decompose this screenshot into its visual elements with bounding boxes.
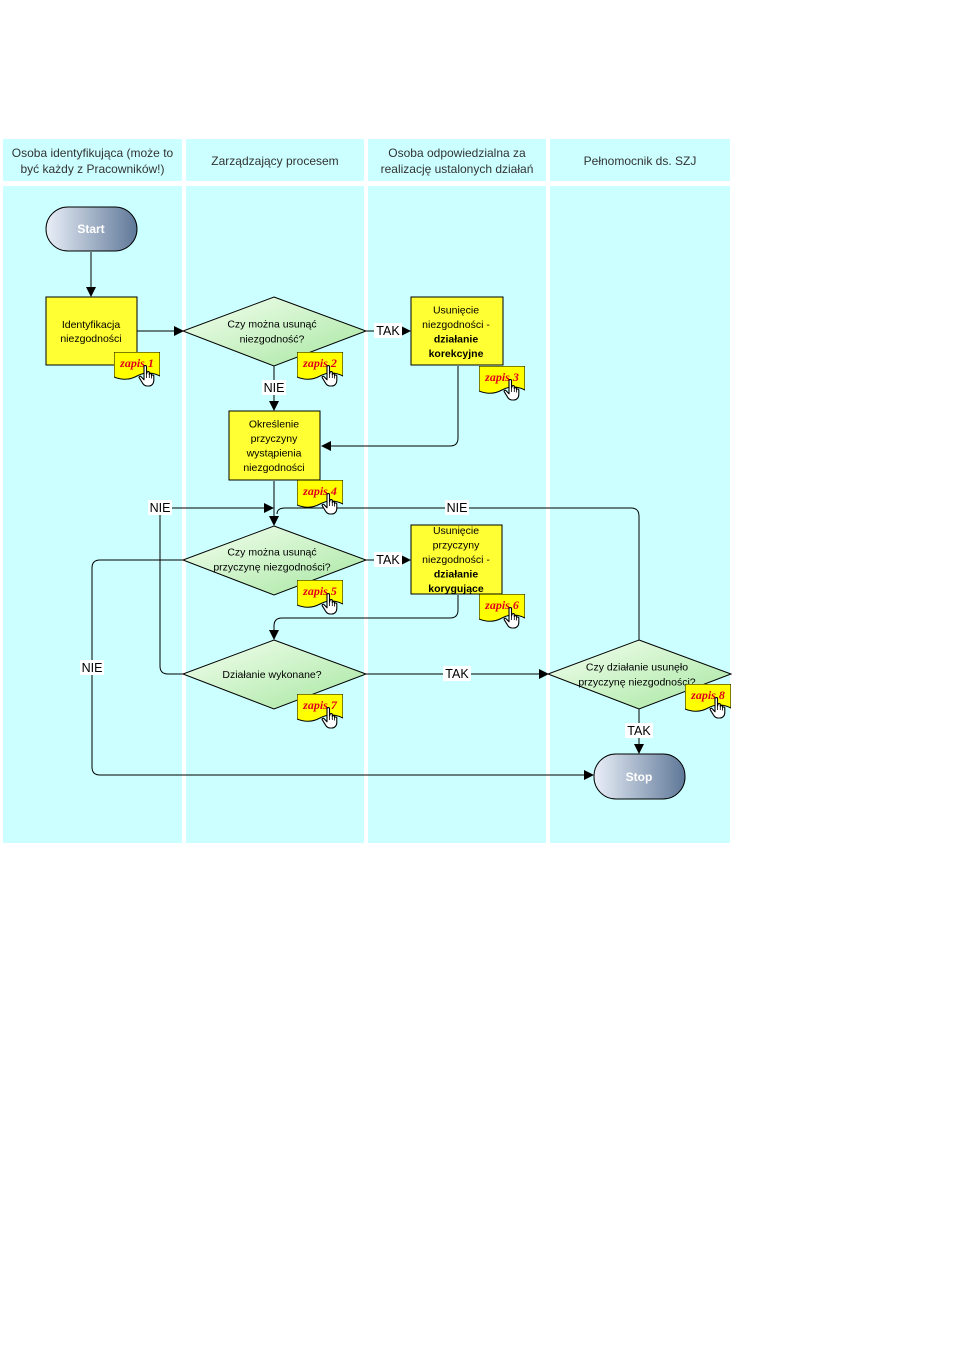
decision-label: Czy działanie usunęło przyczynę niezgodno… <box>578 662 695 689</box>
decision-shape <box>181 296 368 367</box>
lane-title-line: realizację ustalonych działań <box>381 162 534 176</box>
node-label-line: Określenie <box>249 418 299 430</box>
process-korekcja: Usunięcie niezgodności - działanie korekcyj… <box>410 296 504 366</box>
lane-title: Zarządzający procesem <box>211 154 338 168</box>
connectors <box>86 252 644 780</box>
process-label: Określenie przyczyny wystąpienia niezgodnoś… <box>243 418 304 474</box>
edge-label-tak: TAK <box>376 553 400 567</box>
lane-header <box>550 139 730 181</box>
lane-header <box>368 139 546 181</box>
zapis-tag-2[interactable]: zapis 2 <box>297 352 343 387</box>
zapis-label: zapis 4 <box>302 484 337 498</box>
edge-label-nie: NIE <box>264 381 285 395</box>
decision-q-wykonane: Działanie wykonane? <box>181 639 368 710</box>
lane-title-line: być każdy z Pracowników!) <box>20 162 164 176</box>
edge-label-tak: TAK <box>445 667 469 681</box>
node-label-line: korekcyjne <box>429 348 484 360</box>
lane-header <box>186 139 364 181</box>
decision-q-przyczyna: Czy można usunąć przyczynę niezgodności? <box>181 525 368 596</box>
node-label-line: Czy można usunąć <box>227 547 316 559</box>
node-label-line: niezgodności - <box>422 319 490 331</box>
lane-zarzadzajacy-procesem: Zarządzający procesem <box>186 139 364 843</box>
zapis-label: zapis 2 <box>302 356 337 370</box>
edge-labels: TAK NIE TAK NIE NIE NIE TAK TAK <box>80 323 653 738</box>
node-label-line: niezgodności - <box>422 554 490 566</box>
terminal-shape <box>593 753 686 800</box>
zapis-label: zapis 1 <box>119 356 154 370</box>
process-korygujace: Usunięcie przyczyny niezgodności - działani… <box>410 524 503 595</box>
process-shape <box>410 524 503 595</box>
process-przyczyna: Określenie przyczyny wystąpienia niezgodnoś… <box>228 410 321 481</box>
zapis-label: zapis 3 <box>484 370 519 384</box>
decision-label: Działanie wykonane? <box>222 669 321 681</box>
decision-q-usunelo: Czy działanie usunęło przyczynę niezgodno… <box>546 639 733 710</box>
edge-label-nie: NIE <box>447 501 468 515</box>
zapis-label: zapis 6 <box>484 598 519 612</box>
lane-title-line: Osoba identyfikująca (może to <box>12 146 174 160</box>
lane-title: Osoba odpowiedzialna za realizację ustalo… <box>381 146 534 176</box>
decision-q-usunac: Czy można usunąć niezgodność? <box>181 296 368 367</box>
edge-korekcja-to-przyczyna <box>321 366 459 451</box>
zapis-label: zapis 5 <box>302 584 337 598</box>
zapis-tag-7[interactable]: zapis 7 <box>297 694 343 729</box>
swimlanes: Osoba identyfikująca (może to być każdy z… <box>3 139 730 843</box>
terminal-shape <box>45 206 138 252</box>
node-label-line: Usunięcie <box>433 304 479 316</box>
lane-title: Pełnomocnik ds. SZJ <box>584 154 697 168</box>
decision-shape <box>181 639 368 710</box>
edge-korygujace-to-q-wykonane <box>269 595 459 640</box>
lane-header <box>3 139 182 181</box>
zapis-tags: zapis 1 zapis 2 zapis 3 zapis 4 zapis 5 … <box>114 352 731 729</box>
node-label-line: działanie <box>434 333 479 345</box>
node-label-line: niezgodności <box>243 462 304 474</box>
process-label: Identyfikacja niezgodności <box>60 319 121 345</box>
node-label-line: przyczynę niezgodności? <box>213 562 330 574</box>
zapis-tag-6[interactable]: zapis 6 <box>479 594 525 629</box>
process-shape <box>228 410 321 481</box>
node-label-line: Czy działanie usunęło <box>586 662 688 674</box>
edge-label-nie: NIE <box>82 661 103 675</box>
node-label-line: przyczyny <box>251 433 298 445</box>
node-label-line: Usunięcie <box>433 525 479 537</box>
edge-label-nie: NIE <box>150 501 171 515</box>
node-label-line: Działanie wykonane? <box>222 669 321 681</box>
process-shape <box>410 296 504 366</box>
lane-title-line: Osoba odpowiedzialna za <box>388 146 526 160</box>
terminal-label: Stop <box>626 770 653 784</box>
node-label-line: wystąpienia <box>246 447 302 459</box>
node-label-line: Identyfikacja <box>62 319 121 331</box>
decision-label: Czy można usunąć niezgodność? <box>227 319 316 346</box>
zapis-tag-5[interactable]: zapis 5 <box>297 580 343 615</box>
edge-label-tak: TAK <box>627 724 651 738</box>
node-label-line: przyczyny <box>433 540 480 552</box>
zapis-tag-4[interactable]: zapis 4 <box>297 480 343 515</box>
zapis-tag-3[interactable]: zapis 3 <box>479 366 525 401</box>
decision-shape <box>546 639 733 710</box>
terminal-label: Start <box>77 222 104 236</box>
decision-label: Czy można usunąć przyczynę niezgodności? <box>213 547 330 574</box>
node-label-line: przyczynę niezgodności? <box>578 677 695 689</box>
zapis-tag-8[interactable]: zapis 8 <box>685 684 731 719</box>
node-label-line: korygujące <box>428 583 484 595</box>
zapis-label: zapis 8 <box>690 688 725 702</box>
node-label-line: działanie <box>434 569 479 581</box>
terminal-start: Start <box>45 206 138 252</box>
process-label: Usunięcie niezgodności - działanie korekcyj… <box>422 304 490 360</box>
edge-label-tak: TAK <box>376 324 400 338</box>
decision-shape <box>181 525 368 596</box>
lane-osoba-odpowiedzialna: Osoba odpowiedzialna za realizację ustalo… <box>368 139 546 843</box>
node-label-line: Czy można usunąć <box>227 319 316 331</box>
zapis-label: zapis 7 <box>302 698 338 712</box>
edge-q-usunelo-nie <box>276 507 640 640</box>
zapis-tag-1[interactable]: zapis 1 <box>114 352 160 387</box>
process-label: Usunięcie przyczyny niezgodności - działani… <box>422 525 490 595</box>
node-label-line: niezgodność? <box>240 334 305 346</box>
node-label-line: niezgodności <box>60 333 121 345</box>
lane-body <box>550 186 730 843</box>
lane-body <box>186 186 364 843</box>
terminal-stop: Stop <box>593 753 686 800</box>
lane-title: Osoba identyfikująca (może to być każdy z… <box>12 146 174 176</box>
